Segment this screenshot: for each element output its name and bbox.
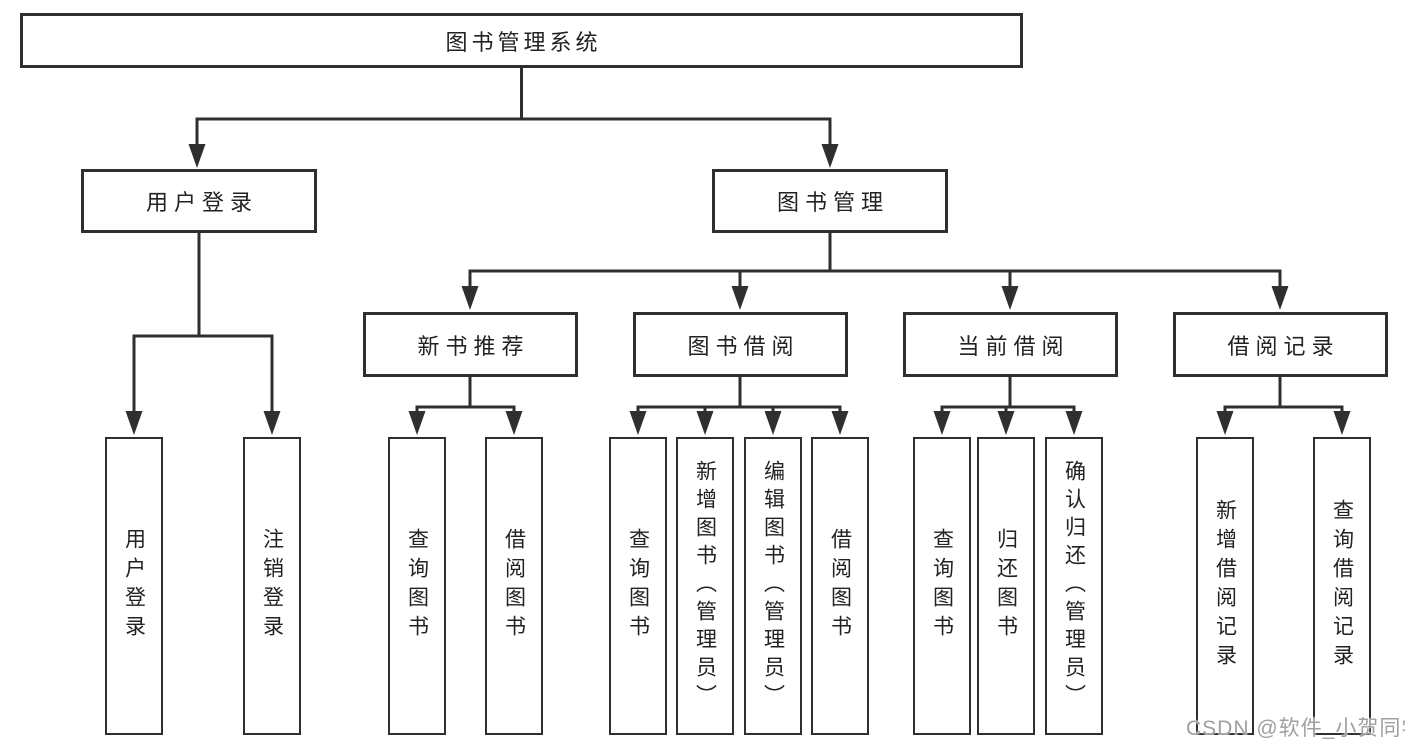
arrowhead-icon <box>1065 411 1083 435</box>
connector-bookborrow-to-leaves <box>636 377 842 414</box>
connector-borrowrecord-to-leaves <box>1223 377 1344 414</box>
connector-bookmgmt-to-level3 <box>468 233 1282 288</box>
node-label: 图书管理系统 <box>445 29 602 55</box>
leaf-borrow-book: 借阅图书 <box>811 437 869 735</box>
arrowhead-icon <box>1271 286 1289 310</box>
leaf-label: 编辑图书（管理员） <box>761 460 785 712</box>
leaf-label: 查询图书 <box>930 528 954 644</box>
arrowhead-icon <box>1001 286 1019 310</box>
arrowhead-icon <box>696 411 714 435</box>
arrowhead-icon <box>831 411 849 435</box>
connector-root-to-level2 <box>195 68 832 146</box>
leaf-label: 借阅图书 <box>502 528 526 644</box>
leaf-label: 借阅图书 <box>828 528 852 644</box>
leaf-label: 查询图书 <box>405 528 429 644</box>
leaf-label: 确认归还（管理员） <box>1062 460 1086 712</box>
leaf-recommend-borrow-book: 借阅图书 <box>485 437 543 735</box>
node-label: 新书推荐 <box>417 333 530 359</box>
arrowhead-icon <box>821 144 839 168</box>
node-label: 用户登录 <box>145 190 258 215</box>
node-label: 借阅记录 <box>1227 333 1340 359</box>
arrowhead-icon <box>764 411 782 435</box>
arrowhead-icon <box>933 411 951 435</box>
arrowhead-icon <box>505 411 523 435</box>
node-label: 图书管理 <box>776 190 889 215</box>
leaf-label: 归还图书 <box>994 528 1018 644</box>
arrowhead-icon <box>408 411 426 435</box>
leaf-logout: 注销登录 <box>243 437 301 735</box>
leaf-confirm-return-admin: 确认归还（管理员） <box>1045 437 1103 735</box>
leaf-add-borrow-record: 新增借阅记录 <box>1196 437 1254 735</box>
leaf-user-login: 用户登录 <box>105 437 163 735</box>
arrowhead-icon <box>997 411 1015 435</box>
node-borrowing-records: 借阅记录 <box>1173 312 1388 377</box>
node-current-borrowing: 当前借阅 <box>903 312 1118 377</box>
arrowhead-icon <box>125 411 143 435</box>
leaf-recommend-query-book: 查询图书 <box>388 437 446 735</box>
node-book-management: 图书管理 <box>712 169 948 233</box>
node-new-book-recommend: 新书推荐 <box>363 312 578 377</box>
leaf-label: 注销登录 <box>260 528 284 644</box>
arrowhead-icon <box>263 411 281 435</box>
arrowheads <box>125 144 1351 435</box>
connector-newbook-to-leaves <box>415 377 516 414</box>
connector-userlogin-to-leaves <box>132 233 274 414</box>
leaf-label: 新增图书（管理员） <box>693 460 717 712</box>
leaf-label: 用户登录 <box>122 528 146 644</box>
arrowhead-icon <box>461 286 479 310</box>
arrowhead-icon <box>188 144 206 168</box>
leaf-return-book: 归还图书 <box>977 437 1035 735</box>
leaf-label: 新增借阅记录 <box>1213 499 1237 673</box>
arrowhead-icon <box>629 411 647 435</box>
leaf-edit-book-admin: 编辑图书（管理员） <box>744 437 802 735</box>
leaf-label: 查询借阅记录 <box>1330 499 1354 673</box>
arrowhead-icon <box>1216 411 1234 435</box>
arrowhead-icon <box>731 286 749 310</box>
leaf-query-borrow-record: 查询借阅记录 <box>1313 437 1371 735</box>
leaf-borrow-query-book: 查询图书 <box>609 437 667 735</box>
node-library-management-system: 图书管理系统 <box>20 13 1023 68</box>
csdn-watermark: CSDN @软件_小贺同学 <box>1186 717 1405 740</box>
leaf-add-book-admin: 新增图书（管理员） <box>676 437 734 735</box>
leaf-label: 查询图书 <box>626 528 650 644</box>
node-book-borrowing: 图书借阅 <box>633 312 848 377</box>
connector-currentborrow-to-leaves <box>940 377 1076 414</box>
leaf-current-query-book: 查询图书 <box>913 437 971 735</box>
arrowhead-icon <box>1333 411 1351 435</box>
node-label: 当前借阅 <box>957 333 1070 359</box>
node-label: 图书借阅 <box>687 333 800 359</box>
node-user-login: 用户登录 <box>81 169 317 233</box>
